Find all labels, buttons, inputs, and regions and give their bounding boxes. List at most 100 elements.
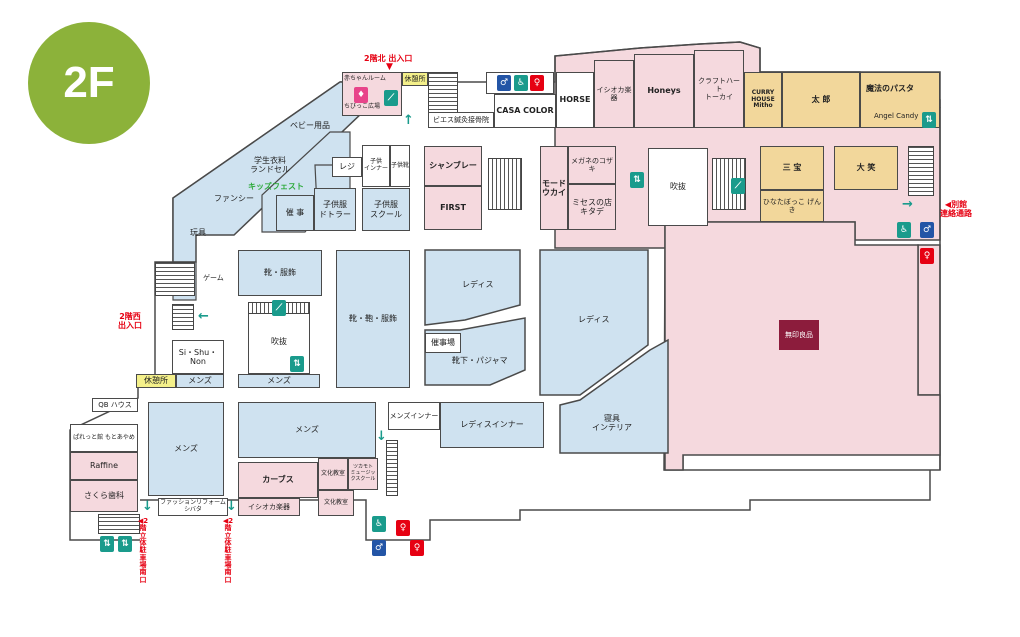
shop-hinata[interactable]: ひなたぼっこ げんき <box>760 190 824 222</box>
exit-south-2-label: ◀2階立体駐車場南口 <box>222 517 234 584</box>
shop-kodomo-dora[interactable]: 子供服 ドトラー <box>314 188 356 231</box>
shop-sakura[interactable]: さくら歯科 <box>70 480 138 512</box>
shop-megane[interactable]: メガネのコザキ <box>568 146 616 184</box>
shop-biesu[interactable]: ビエス鍼灸接骨院 <box>428 112 494 128</box>
shop-horse[interactable]: HORSE <box>556 72 594 128</box>
shop-mahou-pasta[interactable] <box>860 72 940 128</box>
stairs-north <box>428 72 458 114</box>
kutsushita-label: 靴下・パジャマ <box>452 356 508 365</box>
elevator-icon: ⇅ <box>290 356 304 372</box>
arrow-icon: ↑ <box>403 113 414 128</box>
chibikko-label: ちびっこ広場 <box>344 103 381 110</box>
escalator-icon: ⟋ <box>272 300 286 316</box>
restroom-female-icon: ♀ <box>920 248 934 264</box>
shop-qb-house[interactable]: QB ハウス <box>92 398 138 412</box>
shop-ishioka-south[interactable]: イシオカ楽器 <box>238 498 300 516</box>
shop-taro[interactable]: 太 郎 <box>782 72 860 128</box>
exit-south-1-label: ◀2階立体駐車場南口 <box>137 517 149 584</box>
shingu-label: 寝具 インテリア <box>592 414 632 433</box>
elevator-icon: ⇅ <box>630 172 644 188</box>
shop-mode-ukai[interactable]: モード ウカイ <box>540 146 568 230</box>
shop-ladies-inner[interactable]: レディスインナー <box>440 402 544 448</box>
shop-sanpo[interactable]: 三 宝 <box>760 146 824 190</box>
shop-mens-small[interactable]: メンズ <box>238 374 320 388</box>
restroom-female-icon: ♀ <box>396 520 410 536</box>
elevator-icon: ⇅ <box>922 112 936 128</box>
elevator-icon: ⇅ <box>118 536 132 552</box>
shop-fashion-reform[interactable]: ファッションリフォーム シバタ <box>158 498 228 516</box>
ladies-2-label: レディス <box>578 315 610 324</box>
accessible-restroom-icon: ♿ <box>514 75 528 91</box>
arrow-icon: ↓ <box>142 499 153 514</box>
shop-raffine[interactable]: Raffine <box>70 452 138 480</box>
omocha-label: 玩具 <box>190 228 206 237</box>
shop-tsukamoto[interactable]: ツカモト ミュージックスクール <box>348 458 378 490</box>
stairs-east <box>908 146 934 196</box>
escalator-icon: ⟋ <box>731 178 745 194</box>
elevator-icon: ⇅ <box>100 536 114 552</box>
shop-sishunon[interactable]: Si・Shu・Non <box>172 340 224 374</box>
escalator-icon: ⟋ <box>384 90 398 106</box>
angel-candy-label: Angel Candy <box>874 112 919 120</box>
shop-daisho[interactable]: 大 笑 <box>834 146 898 190</box>
shop-honeys[interactable]: Honeys <box>634 54 694 128</box>
shop-kyukeijo-north[interactable]: 休憩所 <box>402 72 428 86</box>
shop-kodomo-kutsu[interactable]: 子供靴 <box>390 145 410 187</box>
baby-room-label: 赤ちゃんルーム <box>344 75 386 82</box>
shop-saiji-2[interactable]: 催事場 <box>425 333 461 353</box>
shop-crafthart[interactable]: クラフトハート トーカイ <box>694 50 744 128</box>
exit-north-label: 2階北 出入口 <box>364 54 413 63</box>
floor-badge: 2F <box>28 22 150 144</box>
accessible-restroom-icon: ♿ <box>897 222 911 238</box>
restroom-male-icon: ♂ <box>372 540 386 556</box>
arrow-icon: ↓ <box>376 429 387 444</box>
restroom-female-icon: ♀ <box>530 75 544 91</box>
shop-kutsu-kaban-2[interactable]: 靴・鞄・服飾 <box>336 250 410 388</box>
shop-misesu[interactable]: ミセスの店 キタデ <box>568 184 616 230</box>
void-east: 吹抜 <box>648 148 708 226</box>
restroom-female-icon: ♀ <box>410 540 424 556</box>
stairs-west <box>155 262 195 296</box>
shop-saiji-kids[interactable]: 催 事 <box>276 195 314 231</box>
stairs-southwest <box>98 514 140 534</box>
shop-kodomo-school[interactable]: 子供服 スクール <box>362 188 410 231</box>
baby-care-icon: ♦ <box>354 87 368 103</box>
restroom-male-icon: ♂ <box>497 75 511 91</box>
shop-mens-west[interactable]: メンズ <box>176 374 224 388</box>
shop-curry-house[interactable]: CURRY HOUSE Mitho <box>744 72 782 128</box>
restroom-male-icon: ♂ <box>920 222 934 238</box>
exit-north-arrow: ▼ <box>386 62 393 72</box>
shop-kyukeijo-west[interactable]: 休憩所 <box>136 374 176 388</box>
kids-fest-label: キッズフェスト <box>248 182 304 191</box>
shop-muji[interactable]: 無印良品 <box>779 320 819 350</box>
shop-carves[interactable]: カーブス <box>238 462 318 498</box>
accessible-restroom-icon: ♿ <box>372 516 386 532</box>
shop-bunka-2[interactable]: 文化教室 <box>318 490 354 516</box>
arrow-icon: → <box>902 197 913 212</box>
shop-pinatto[interactable]: ぱれっと館 もとあやめ <box>70 424 138 452</box>
ladies-1-label: レディス <box>462 280 494 289</box>
shop-mens-big[interactable]: メンズ <box>148 402 224 496</box>
shop-kutsu-kaban-1[interactable]: 靴・服飾 <box>238 250 322 296</box>
exit-annex-label: ◀別館 連絡通路 <box>940 200 972 219</box>
shop-casa-color[interactable]: CASA COLOR <box>494 94 556 128</box>
shop-mens-inner[interactable]: メンズインナー <box>388 402 440 430</box>
shop-kodomo-inner[interactable]: 子供 インナー <box>362 145 390 187</box>
fancy-label: ファンシー <box>214 194 254 203</box>
game-label: ゲーム <box>203 274 224 282</box>
shop-reji[interactable]: レジ <box>332 157 362 177</box>
shop-first[interactable]: FIRST <box>424 186 482 230</box>
exit-west-label: 2階西 出入口 <box>118 312 142 331</box>
arrow-icon: ↓ <box>226 499 237 514</box>
gakusei-label: 学生衣料 ランドセル <box>250 156 290 175</box>
baby-goods-label: ベビー用品 <box>290 121 330 130</box>
west-lift <box>172 304 194 330</box>
stairs-south-center <box>386 440 398 496</box>
shop-champre[interactable]: シャンブレー <box>424 146 482 186</box>
shop-bunka-1[interactable]: 文化教室 <box>318 458 348 490</box>
shop-mens-center[interactable]: メンズ <box>238 402 376 458</box>
arrow-icon: ← <box>198 309 209 324</box>
mahou-pasta-label: 魔法のパスタ <box>866 84 914 93</box>
shop-ishioka-north[interactable]: イシオカ楽器 <box>594 60 634 128</box>
escalator-center-left <box>488 158 522 210</box>
